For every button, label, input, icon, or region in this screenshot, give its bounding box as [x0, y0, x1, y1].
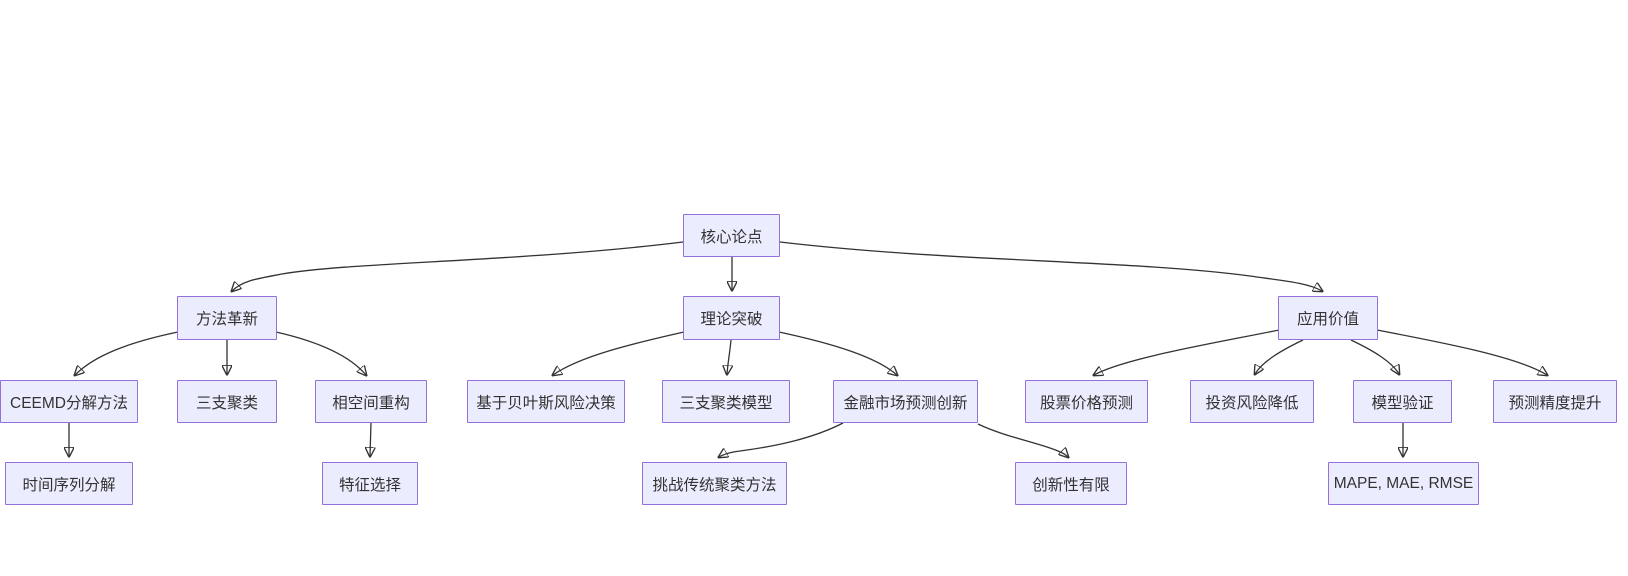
node-three-way-clustering-model: 三支聚类模型 [662, 380, 790, 423]
edge-theory-finance [778, 331, 897, 375]
node-label: 三支聚类 [195, 394, 258, 412]
edge-application-stock [1094, 329, 1280, 375]
node-core-thesis: 核心论点 [683, 214, 780, 257]
edge-phase-space-feature [370, 422, 371, 456]
edge-method-phase-space [275, 331, 366, 375]
node-method-innovation: 方法革新 [177, 296, 277, 340]
node-financial-market-forecast-innovation: 金融市场预测创新 [833, 380, 978, 423]
edge-application-precision [1376, 329, 1547, 375]
node-theory-breakthrough: 理论突破 [683, 296, 780, 340]
node-label: 金融市场预测创新 [843, 394, 968, 412]
node-metrics-mape-mae-rmse: MAPE, MAE, RMSE [1328, 462, 1479, 505]
node-time-series-decomposition: 时间序列分解 [5, 462, 133, 505]
node-label: CEEMD分解方法 [10, 394, 128, 412]
edge-finance-limited [977, 423, 1068, 457]
node-model-validation: 模型验证 [1353, 380, 1452, 423]
node-phase-space-reconstruction: 相空间重构 [315, 380, 427, 423]
node-stock-price-prediction: 股票价格预测 [1025, 380, 1148, 423]
node-label: MAPE, MAE, RMSE [1333, 474, 1474, 492]
node-three-way-clustering: 三支聚类 [177, 380, 277, 423]
node-ceemd-decomposition: CEEMD分解方法 [0, 380, 138, 423]
edge-root-method [232, 241, 684, 291]
node-label: 时间序列分解 [22, 476, 116, 494]
node-limited-innovation: 创新性有限 [1015, 462, 1127, 505]
node-feature-selection: 特征选择 [322, 462, 418, 505]
node-label: 模型验证 [1371, 394, 1434, 412]
edge-root-application [779, 241, 1322, 291]
node-label: 核心论点 [700, 228, 763, 246]
node-label: 投资风险降低 [1205, 394, 1299, 412]
node-bayesian-risk-decision: 基于贝叶斯风险决策 [467, 380, 625, 423]
node-investment-risk-reduction: 投资风险降低 [1190, 380, 1314, 423]
node-application-value: 应用价值 [1278, 296, 1378, 340]
edge-theory-three-way-model [727, 339, 731, 374]
node-label: 相空间重构 [332, 394, 410, 412]
node-label: 特征选择 [338, 476, 401, 494]
edge-theory-bayes [553, 331, 685, 375]
node-label: 三支聚类模型 [679, 394, 773, 412]
node-challenge-traditional-clustering: 挑战传统聚类方法 [642, 462, 787, 505]
node-label: 预测精度提升 [1508, 394, 1602, 412]
node-label: 基于贝叶斯风险决策 [476, 394, 616, 412]
node-label: 创新性有限 [1032, 476, 1110, 494]
edge-method-ceemd [75, 331, 179, 375]
node-forecast-accuracy-improvement: 预测精度提升 [1493, 380, 1617, 423]
node-label: 方法革新 [195, 311, 258, 328]
node-label: 应用价值 [1296, 311, 1359, 328]
node-label: 股票价格预测 [1039, 394, 1133, 412]
edge-application-validation [1350, 339, 1399, 374]
node-label: 挑战传统聚类方法 [652, 476, 777, 494]
edge-application-risk [1255, 339, 1304, 374]
node-label: 理论突破 [700, 311, 763, 328]
edge-finance-challenge [719, 422, 844, 457]
